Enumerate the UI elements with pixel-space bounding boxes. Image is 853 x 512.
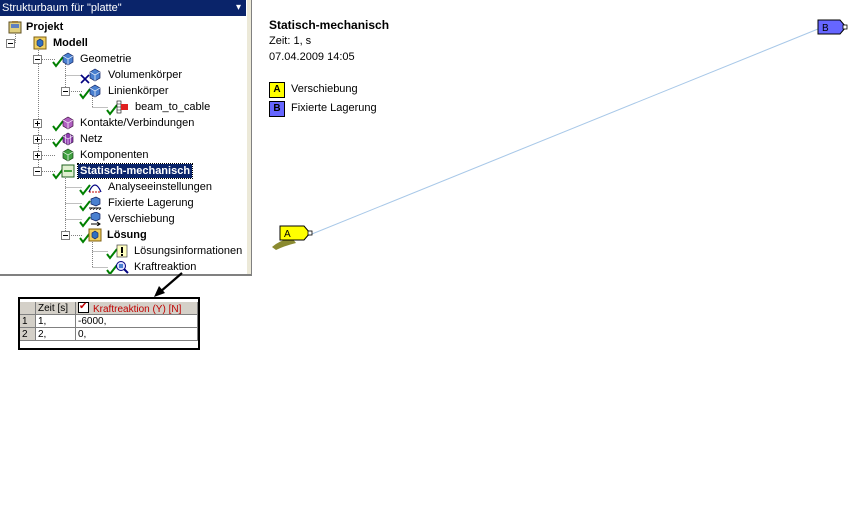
check-icon — [79, 184, 91, 196]
tree-label: Analyseeinstellungen — [108, 181, 212, 193]
check-icon — [79, 88, 91, 100]
table-header-label: Zeit [s] — [38, 303, 69, 314]
displacement-icon — [90, 212, 101, 226]
model-icon — [33, 36, 47, 50]
boundary-tag-b[interactable]: B — [817, 19, 848, 35]
tree-label: Komponenten — [80, 149, 149, 161]
legend-label-b: Fixierte Lagerung — [291, 102, 377, 114]
table-cell-force[interactable]: -6000, — [76, 315, 198, 328]
table-row-index: 2 — [20, 328, 36, 341]
tree-panel: Strukturbaum für "platte" ▾ — [0, 0, 246, 276]
panel-bottom-border — [0, 274, 252, 276]
suppressed-x-icon — [80, 74, 90, 84]
tree-label: Lösung — [107, 229, 147, 241]
check-icon — [52, 168, 64, 180]
check-icon — [52, 136, 64, 148]
check-icon — [52, 120, 64, 132]
expand-icon[interactable] — [33, 151, 42, 160]
force-reaction-icon — [116, 261, 129, 274]
table-cell-time[interactable]: 1, — [36, 315, 76, 328]
callout-arrow-icon — [154, 272, 183, 297]
tree-label: Verschiebung — [108, 213, 175, 225]
tag-b-label: B — [822, 23, 829, 34]
check-icon — [79, 200, 91, 212]
tag-a-label: A — [284, 229, 291, 240]
tree-label: Geometrie — [80, 53, 132, 65]
pin-icon[interactable]: ▾ — [235, 2, 241, 13]
tree-label: Lösungsinformationen — [134, 245, 243, 257]
solid-body-icon — [89, 68, 101, 82]
collapse-icon[interactable] — [6, 39, 15, 48]
table-header-label: Kraftreaktion (Y) [N] — [93, 304, 182, 315]
solution-icon — [88, 228, 102, 242]
tree-label: beam_to_cable — [135, 101, 211, 113]
legend-key-b: B — [269, 101, 285, 117]
check-icon — [106, 248, 118, 260]
analysis-settings-icon — [88, 184, 102, 193]
graphics-viewport[interactable]: A B — [252, 0, 853, 280]
beam-line — [306, 28, 819, 237]
geometry-icon — [62, 52, 74, 66]
tree-label: Kraftreaktion — [134, 261, 197, 273]
table-cell-force[interactable]: 0, — [76, 328, 198, 341]
graphics-title: Statisch-mechanisch — [269, 18, 390, 32]
solution-information-icon — [116, 244, 128, 258]
expand-icon[interactable] — [33, 135, 42, 144]
check-icon — [79, 232, 91, 244]
collapse-icon[interactable] — [61, 87, 70, 96]
collapse-icon[interactable] — [33, 55, 42, 64]
tree-panel-titlebar: Strukturbaum für "platte" ▾ — [0, 0, 246, 16]
table-header-force[interactable]: Kraftreaktion (Y) [N] — [76, 302, 198, 315]
tree-label: Fixierte Lagerung — [108, 197, 194, 209]
boundary-tag-a[interactable]: A — [279, 225, 313, 241]
graphics-time: Zeit: 1, s — [269, 35, 312, 47]
table-header-time[interactable]: Zeit [s] — [36, 302, 76, 315]
expand-icon[interactable] — [33, 119, 42, 128]
tree-label: Kontakte/Verbindungen — [80, 117, 195, 129]
beam-end-shape — [272, 238, 296, 250]
tree-label: Volumenkörper — [108, 69, 182, 81]
panel-splitter[interactable] — [246, 0, 252, 276]
collapse-icon[interactable] — [61, 231, 70, 240]
project-icon — [8, 21, 22, 34]
result-table: Zeit [s] Kraftreaktion (Y) [N] 1 1, -600… — [18, 297, 200, 350]
collapse-icon[interactable] — [33, 167, 42, 176]
tree-label: Statisch-mechanisch — [76, 163, 194, 179]
table-corner-cell — [20, 302, 36, 315]
graphics-date: 07.04.2009 14:05 — [269, 51, 355, 63]
tree-body: Projekt Modell Geometri — [0, 16, 246, 276]
tree-label: Linienkörper — [108, 85, 169, 97]
tree-label: Modell — [53, 37, 88, 49]
static-structural-icon — [61, 164, 75, 178]
check-icon — [79, 216, 91, 228]
tree-panel-title: Strukturbaum für "platte" — [2, 2, 122, 14]
tree-label: Projekt — [26, 21, 64, 33]
mesh-icon — [62, 132, 74, 146]
tree-connector-lines — [15, 32, 108, 268]
contacts-icon — [62, 116, 74, 130]
check-icon — [106, 104, 118, 116]
table-row-index: 1 — [20, 315, 36, 328]
tree-label: Netz — [80, 133, 103, 145]
fixed-support-icon — [89, 196, 102, 210]
series-checkbox[interactable] — [78, 302, 89, 313]
table-cell-time[interactable]: 2, — [36, 328, 76, 341]
legend-label-a: Verschiebung — [291, 83, 358, 95]
legend-key-a: A — [269, 82, 285, 98]
beam-icon — [116, 100, 128, 114]
components-icon — [62, 148, 74, 162]
check-icon — [52, 56, 64, 68]
line-body-icon — [89, 84, 101, 98]
